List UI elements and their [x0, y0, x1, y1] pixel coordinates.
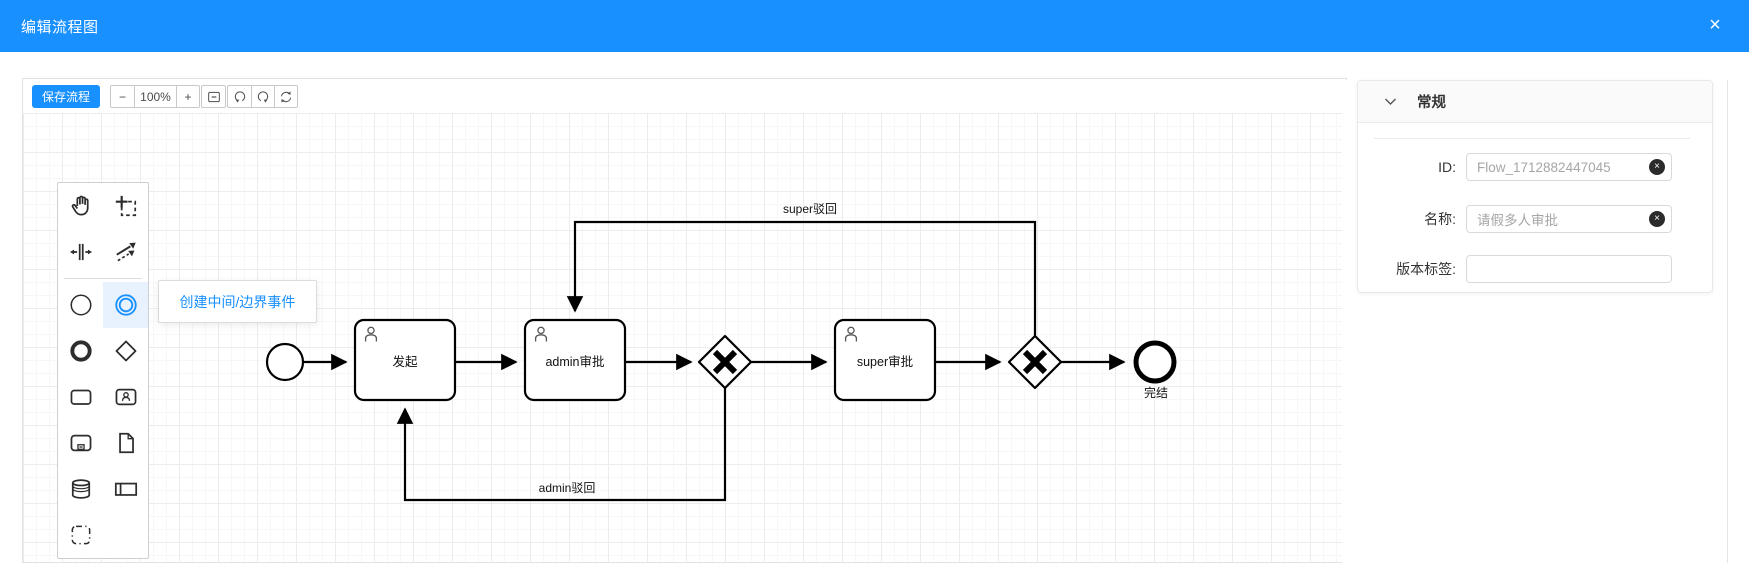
close-icon[interactable]: × [1709, 14, 1721, 36]
history-control-group [227, 85, 298, 108]
undo-icon [234, 90, 245, 103]
version-tag-input[interactable] [1466, 255, 1672, 283]
refresh-button[interactable] [274, 86, 297, 107]
dialog-header: 编辑流程图 × [0, 0, 1749, 52]
refresh-icon [280, 90, 292, 103]
palette-create-data-object[interactable] [103, 420, 148, 466]
palette-create-data-store[interactable] [58, 466, 103, 512]
end-event-icon [69, 340, 92, 362]
zoom-out-button[interactable]: − [118, 89, 126, 104]
undo-button[interactable] [228, 86, 251, 107]
general-section-body: ID: × 名称: × 版本标签: [1358, 123, 1712, 293]
global-connect-icon [115, 242, 136, 262]
subprocess-icon [70, 434, 91, 452]
palette-create-intermediate-boundary-event[interactable] [103, 282, 148, 328]
redo-icon [257, 90, 269, 103]
general-section-card: 常规 ID: × 名称: × [1357, 80, 1713, 293]
palette-hand-tool[interactable] [58, 183, 103, 229]
redo-button[interactable] [251, 86, 274, 107]
participant-icon [114, 482, 137, 496]
field-row-id: ID: × [1358, 153, 1672, 181]
bpmn-palette [57, 182, 149, 559]
user-task-icon [115, 388, 136, 406]
reset-zoom-button[interactable] [202, 86, 225, 107]
space-tool-icon [69, 243, 92, 261]
data-object-icon [118, 432, 134, 454]
clear-icon[interactable]: × [1649, 211, 1665, 227]
field-row-version-tag: 版本标签: [1358, 255, 1672, 283]
palette-separator [64, 278, 142, 279]
id-input[interactable] [1466, 153, 1672, 181]
lasso-tool-icon [115, 195, 136, 217]
palette-create-user-task[interactable] [103, 374, 148, 420]
gateway-icon [115, 340, 136, 362]
palette-global-connect-tool[interactable] [103, 229, 148, 275]
reset-zoom-icon [207, 91, 220, 102]
palette-create-start-event[interactable] [58, 282, 103, 328]
save-flow-button[interactable]: 保存流程 [32, 85, 100, 108]
start-event-icon [69, 294, 92, 316]
general-section-header[interactable]: 常规 [1358, 81, 1712, 123]
id-field-label: ID: [1438, 159, 1456, 175]
data-store-icon [71, 479, 90, 499]
name-field-label: 名称: [1424, 211, 1456, 227]
name-input[interactable] [1466, 205, 1672, 233]
palette-create-end-event[interactable] [58, 328, 103, 374]
dialog-title: 编辑流程图 [21, 18, 99, 36]
clear-icon[interactable]: × [1649, 159, 1665, 175]
palette-create-subprocess[interactable] [58, 420, 103, 466]
palette-create-participant[interactable] [103, 466, 148, 512]
chevron-down-icon [1385, 98, 1396, 105]
intermediate-event-icon [114, 294, 137, 316]
palette-create-exclusive-gateway[interactable] [103, 328, 148, 374]
zoom-level-display: 100% [134, 86, 176, 107]
hand-tool-icon [71, 195, 89, 216]
group-icon [71, 525, 90, 545]
palette-space-tool[interactable] [58, 229, 103, 275]
palette-tooltip: 创建中间/边界事件 [158, 280, 317, 323]
palette-create-task[interactable] [58, 374, 103, 420]
palette-create-group[interactable] [58, 512, 103, 558]
reset-zoom-group [201, 85, 226, 108]
zoom-in-button[interactable]: + [176, 86, 199, 107]
version-tag-field-label: 版本标签: [1396, 261, 1456, 277]
field-row-name: 名称: × [1358, 205, 1672, 233]
task-icon [70, 389, 91, 405]
properties-panel: 常规 ID: × 名称: × [1342, 80, 1728, 563]
zoom-control-group: − 100% + [110, 85, 200, 108]
section-title: 常规 [1417, 95, 1446, 111]
section-divider [1374, 138, 1690, 139]
canvas-grid[interactable] [23, 113, 1346, 562]
palette-lasso-tool[interactable] [103, 183, 148, 229]
